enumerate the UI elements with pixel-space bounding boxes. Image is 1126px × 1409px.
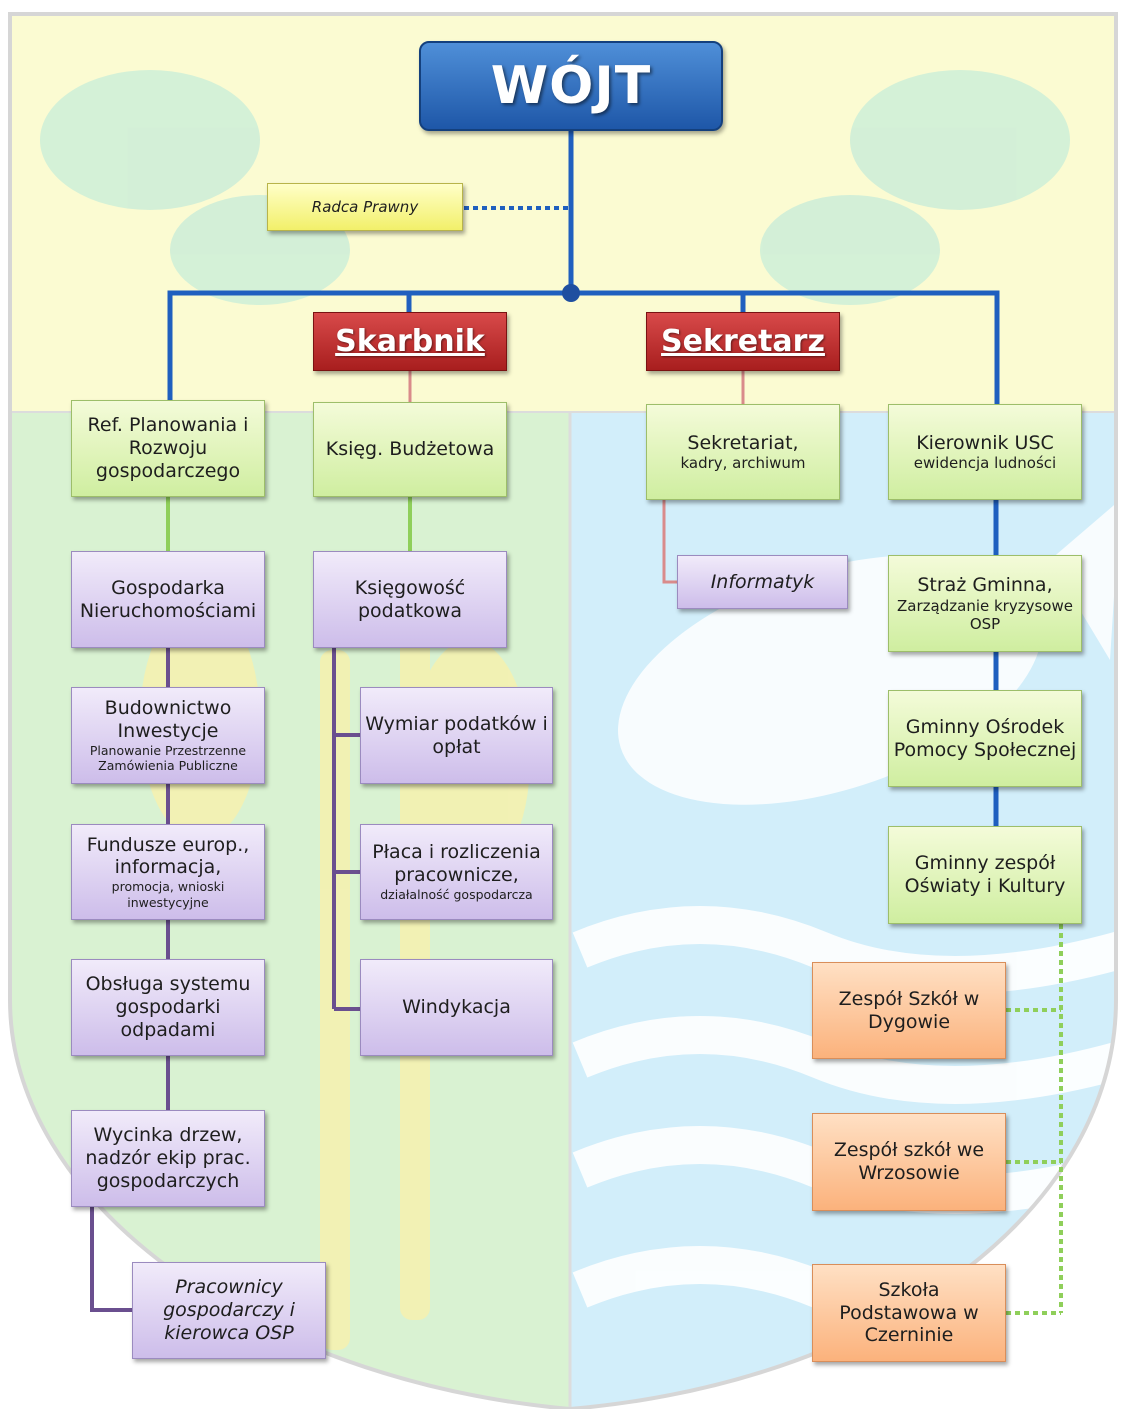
- sekretarz-box[interactable]: Sekretarz: [646, 312, 840, 371]
- windykacja-label: Windykacja: [402, 996, 511, 1019]
- straz-gminna-box[interactable]: Straż Gminna, Zarządzanie kryzysowe OSP: [888, 555, 1082, 652]
- sp-czernin-label: Szkoła Podstawowa w Czerninie: [839, 1278, 979, 1347]
- oak-leaf-icon: [40, 70, 1070, 305]
- wycinka-box[interactable]: Wycinka drzew, nadzór ekip prac. gospoda…: [71, 1110, 265, 1207]
- wymiar-podatkow-label: Wymiar podatków i opłat: [365, 712, 548, 758]
- kierownik-usc-sub: ewidencja ludności: [913, 454, 1057, 473]
- kierownik-usc-box[interactable]: Kierownik USC ewidencja ludności: [888, 404, 1082, 500]
- informatyk-box[interactable]: Informatyk: [677, 555, 848, 609]
- informatyk-label: Informatyk: [710, 570, 815, 593]
- wymiar-podatkow-box[interactable]: Wymiar podatków i opłat: [360, 687, 553, 784]
- pracownicy-box[interactable]: Pracownicy gospodarczy i kierowca OSP: [132, 1262, 326, 1359]
- gzok-box[interactable]: Gminny zespół Oświaty i Kultury: [888, 826, 1082, 924]
- radca-prawny-label: Radca Prawny: [311, 198, 419, 216]
- ref-planowania-label: Ref. Planowania i Rozwoju gospodarczego: [87, 414, 249, 482]
- odpady-label: Obsługa systemu gospodarki odpadami: [85, 973, 251, 1041]
- kierownik-usc-label: Kierownik USC: [916, 431, 1054, 454]
- fundusze-box[interactable]: Fundusze europ., informacja, promocja, w…: [71, 824, 265, 920]
- budownictwo-box[interactable]: Budownictwo Inwestycje Planowanie Przest…: [71, 687, 265, 784]
- gops-box[interactable]: Gminny Ośrodek Pomocy Społecznej: [888, 690, 1082, 787]
- skarbnik-label: Skarbnik: [335, 323, 485, 359]
- zs-dygowo-label: Zespół Szkół w Dygowie: [838, 987, 980, 1033]
- wojt-label: WÓJT: [490, 55, 652, 116]
- straz-gminna-label: Straż Gminna,: [917, 574, 1053, 597]
- wycinka-label: Wycinka drzew, nadzór ekip prac. gospoda…: [85, 1124, 251, 1192]
- ksiegowosc-podatkowa-box[interactable]: Księgowość podatkowa: [313, 551, 507, 648]
- radca-prawny-box[interactable]: Radca Prawny: [267, 183, 463, 231]
- budownictwo-sub: Planowanie Przestrzenne Zamówienia Publi…: [89, 742, 247, 774]
- sp-czernin-box[interactable]: Szkoła Podstawowa w Czerninie: [812, 1264, 1006, 1362]
- sekretariat-box[interactable]: Sekretariat, kadry, archiwum: [646, 404, 840, 500]
- gzok-label: Gminny zespół Oświaty i Kultury: [904, 852, 1066, 897]
- zs-wrzosowo-label: Zespół szkół we Wrzosowie: [833, 1139, 985, 1184]
- windykacja-box[interactable]: Windykacja: [360, 959, 553, 1056]
- sekretariat-label: Sekretariat,: [687, 431, 799, 454]
- gospodarka-nieruchomosciami-label: Gospodarka Nieruchomościami: [79, 576, 257, 622]
- ksieg-budzetowa-box[interactable]: Księg. Budżetowa: [313, 402, 507, 497]
- placa-sub: działalność gospodarcza: [380, 886, 533, 902]
- straz-gminna-sub: Zarządzanie kryzysowe OSP: [897, 596, 1073, 633]
- ref-planowania-box[interactable]: Ref. Planowania i Rozwoju gospodarczego: [71, 400, 265, 497]
- fundusze-label: Fundusze europ., informacja,: [86, 833, 250, 879]
- wojt-box[interactable]: WÓJT: [419, 41, 723, 131]
- fundusze-sub: promocja, wnioski inwestycyjne: [111, 879, 225, 910]
- zs-dygowo-box[interactable]: Zespół Szkół w Dygowie: [812, 962, 1006, 1059]
- zs-wrzosowo-box[interactable]: Zespół szkół we Wrzosowie: [812, 1113, 1006, 1211]
- pracownicy-label: Pracownicy gospodarczy i kierowca OSP: [163, 1276, 295, 1344]
- skarbnik-box[interactable]: Skarbnik: [313, 312, 507, 371]
- sekretariat-sub: kadry, archiwum: [680, 454, 806, 473]
- gospodarka-nieruchomosciami-box[interactable]: Gospodarka Nieruchomościami: [71, 551, 265, 648]
- ksieg-budzetowa-label: Księg. Budżetowa: [325, 438, 495, 461]
- placa-box[interactable]: Płaca i rozliczenia pracownicze, działal…: [360, 824, 553, 920]
- gops-label: Gminny Ośrodek Pomocy Społecznej: [893, 715, 1077, 761]
- odpady-box[interactable]: Obsługa systemu gospodarki odpadami: [71, 959, 265, 1056]
- sekretarz-label: Sekretarz: [661, 323, 825, 359]
- placa-label: Płaca i rozliczenia pracownicze,: [372, 841, 541, 887]
- ksiegowosc-podatkowa-label: Księgowość podatkowa: [354, 576, 466, 622]
- budownictwo-label: Budownictwo Inwestycje: [104, 697, 232, 742]
